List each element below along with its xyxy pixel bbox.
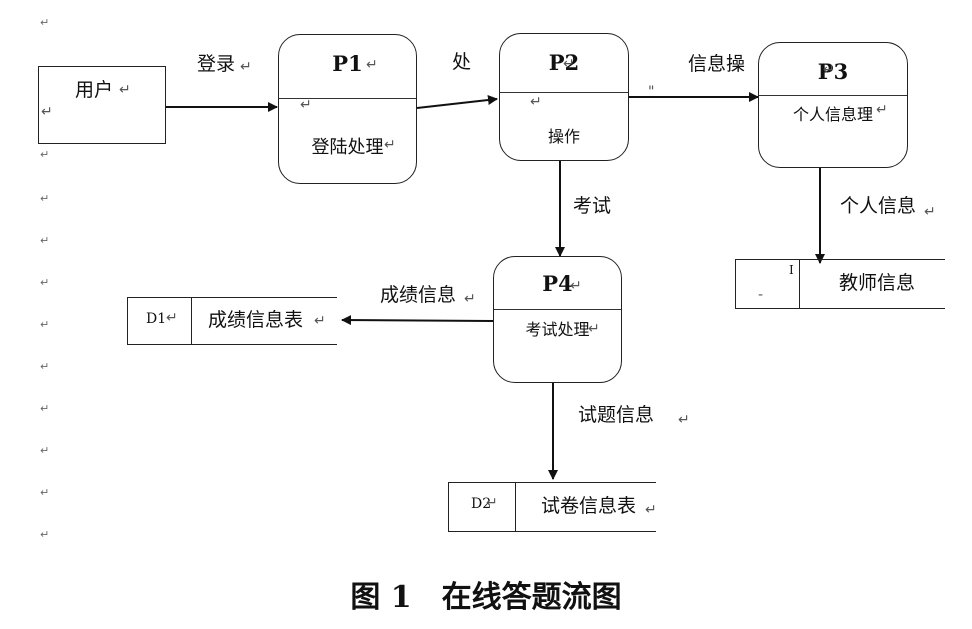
data-store-d2-id: D2 <box>471 496 492 512</box>
process-divider <box>279 98 416 99</box>
paragraph-mark: ↵ <box>563 56 575 72</box>
paragraph-mark: ↵ <box>300 97 312 113</box>
process-p1-name: 登陆处理 <box>311 137 384 158</box>
paragraph-mark: ↵ <box>240 59 252 75</box>
process-p2-id: P2 <box>548 50 580 75</box>
flow-label-personal-info: 个人信息 <box>840 195 917 217</box>
data-store-d1: D1 成绩信息表 <box>127 297 337 345</box>
paragraph-mark: ↵ <box>40 318 50 331</box>
paragraph-mark: ↵ <box>678 412 690 428</box>
paragraph-mark: ↵ <box>40 192 50 205</box>
flow-label-question-info: 试题信息 <box>578 404 655 426</box>
paragraph-mark: ↵ <box>40 16 50 29</box>
process-p2-name: 操作 <box>547 127 580 146</box>
paragraph-mark: ↵ <box>924 204 936 220</box>
process-p1: P1 登陆处理 <box>278 34 417 184</box>
paragraph-mark: ↵ <box>464 291 476 307</box>
process-p1-id: P1 <box>332 51 363 76</box>
paragraph-mark: ↵ <box>40 360 50 373</box>
paragraph-mark: ↵ <box>570 278 582 294</box>
process-p3-name: 个人信息理 <box>792 105 873 124</box>
process-divider <box>494 309 621 310</box>
data-store-teacher-info-id: I <box>789 263 794 277</box>
process-p3-id: P3 <box>817 59 849 84</box>
paragraph-mark: ↵ <box>645 502 657 518</box>
process-p4-name: 考试处理 <box>525 320 590 339</box>
process-divider <box>759 95 907 96</box>
stray-dash: - <box>758 287 764 303</box>
paragraph-mark: ↵ <box>530 94 542 110</box>
flow-label-info-op: 信息操 <box>688 53 746 75</box>
paragraph-mark: ↵ <box>366 57 378 73</box>
data-store-d1-id: D1 <box>146 311 167 327</box>
entity-user: 用户 ↵ ↵ <box>38 66 166 144</box>
paragraph-mark: ↵ <box>486 495 498 511</box>
paragraph-mark: ↵ <box>40 528 50 541</box>
store-separator <box>515 483 516 531</box>
paragraph-mark: ↵ <box>823 62 835 78</box>
process-p2: P2 操作 <box>499 33 629 161</box>
flow-label-exam: 考试 <box>573 195 612 217</box>
store-separator <box>191 298 192 344</box>
stray-quote: " <box>648 84 655 100</box>
process-p4: P4 考试处理 <box>493 256 622 383</box>
paragraph-mark: ↵ <box>40 276 50 289</box>
arrow-p1-to-p2 <box>416 95 498 109</box>
paragraph-mark: ↵ <box>876 102 888 118</box>
paragraph-mark: ↵ <box>384 137 396 153</box>
data-store-teacher-info-name: 教师信息 <box>839 272 916 294</box>
process-p4-id: P4 <box>542 271 573 296</box>
data-store-d2-name: 试卷信息表 <box>541 495 637 517</box>
store-separator <box>799 260 800 308</box>
data-store-d1-name: 成绩信息表 <box>208 309 304 331</box>
flow-label-process: 处 <box>452 51 472 73</box>
paragraph-mark: ↵ <box>40 444 50 457</box>
paragraph-mark: ↵ <box>40 486 50 499</box>
paragraph-mark: ↵ <box>40 402 50 415</box>
entity-user-label: 用户 <box>75 79 114 101</box>
flow-label-score-info: 成绩信息 <box>380 284 457 306</box>
data-store-d2: D2 试卷信息表 <box>448 482 656 532</box>
paragraph-mark: ↵ <box>40 234 50 247</box>
process-p3: P3 个人信息理 <box>758 42 908 168</box>
process-divider <box>500 92 628 93</box>
arrow-p4-to-d1 <box>341 315 494 326</box>
paragraph-mark: ↵ <box>314 313 326 329</box>
data-store-teacher-info: I - 教师信息 <box>735 259 945 309</box>
paragraph-mark: ↵ <box>119 82 131 98</box>
flow-label-login: 登录 <box>197 53 236 75</box>
paragraph-mark: ↵ <box>166 310 178 326</box>
paragraph-mark: ↵ <box>588 321 600 337</box>
paragraph-mark: ↵ <box>40 148 50 161</box>
paragraph-mark: ↵ <box>41 104 53 120</box>
figure-caption: 图 1 在线答题流图 <box>350 580 622 615</box>
